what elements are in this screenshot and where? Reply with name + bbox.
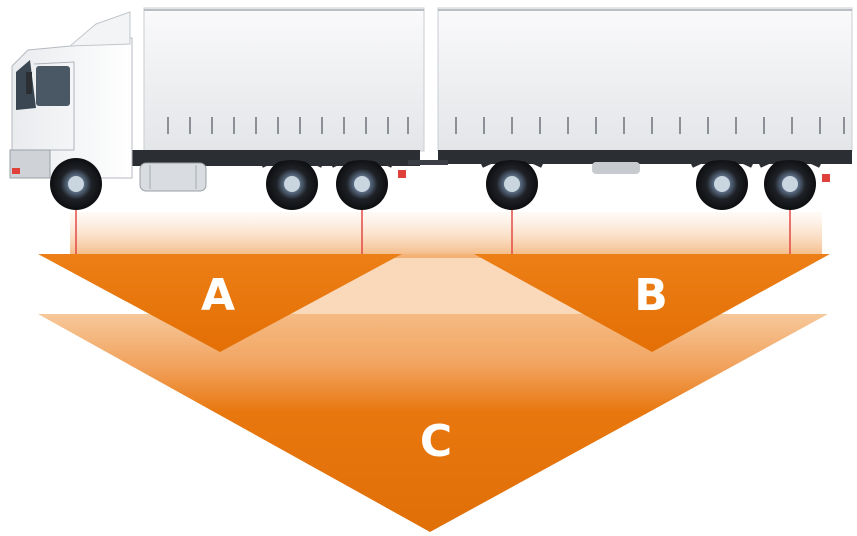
trailer-chassis	[438, 150, 852, 164]
fuel-tank	[139, 162, 207, 192]
truck-illustration	[9, 7, 853, 210]
arrow-c	[38, 314, 828, 532]
wheel-trailer-rear-1	[696, 158, 748, 210]
label-c: C	[420, 416, 452, 467]
wheel-trailer-rear-2	[764, 158, 816, 210]
trailer-cargo-box	[437, 7, 853, 152]
arrow-a	[38, 254, 402, 352]
label-a: A	[201, 270, 235, 321]
cab-side-window	[36, 66, 70, 106]
wheel-truck-rear-1	[266, 158, 318, 210]
wheel-truck-rear-2	[336, 158, 388, 210]
drawbar	[408, 160, 448, 165]
wheels	[50, 158, 816, 210]
load-fade-band	[70, 212, 822, 258]
wheel-trailer-front	[486, 158, 538, 210]
label-b: B	[634, 270, 668, 321]
truck-cargo-box	[143, 7, 425, 152]
arrow-b	[474, 254, 830, 352]
load-arrows	[38, 212, 830, 532]
arrow-c-shoulder	[220, 254, 652, 352]
wheel-front	[50, 158, 102, 210]
